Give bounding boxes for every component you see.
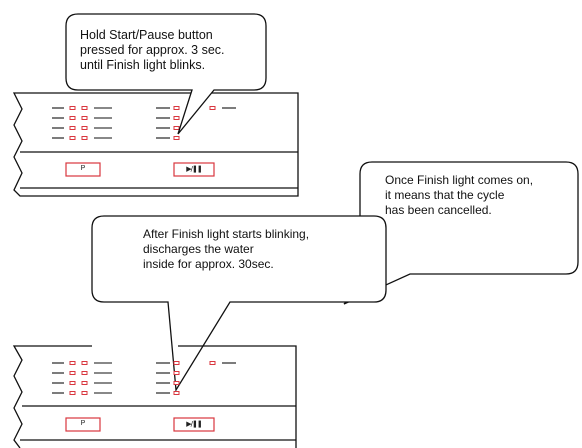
indicator-lamp xyxy=(69,391,76,395)
indicator-lamp xyxy=(173,106,180,110)
cancelled-line-1: Once Finish light comes on, xyxy=(385,173,534,187)
top-p-button[interactable] xyxy=(65,162,101,177)
indicator-lamp xyxy=(173,381,180,385)
indicator-lamp xyxy=(69,371,76,375)
indicator-lamp xyxy=(69,381,76,385)
bottom-indicator-rows xyxy=(52,361,236,395)
indicator-lamp xyxy=(69,106,76,110)
indicator-lamp xyxy=(81,126,88,130)
indicator-lamp xyxy=(81,381,88,385)
indicator-lamp xyxy=(81,371,88,375)
indicator-lamp xyxy=(173,391,180,395)
top-start-pause-button[interactable] xyxy=(173,162,215,177)
indicator-lamp xyxy=(173,126,180,130)
blinking-callout-text: After Finish light starts blinking, disc… xyxy=(143,227,309,272)
blinking-line-2: discharges the water xyxy=(143,242,254,256)
hold-line-1: Hold Start/Pause button xyxy=(80,28,213,42)
indicator-lamp xyxy=(81,361,88,365)
indicator-lamp xyxy=(69,116,76,120)
cancelled-line-2: it means that the cycle xyxy=(385,188,505,202)
finish-lamp xyxy=(209,106,216,110)
cancelled-line-3: has been cancelled. xyxy=(385,203,492,217)
indicator-lamp xyxy=(81,116,88,120)
indicator-lamp xyxy=(173,116,180,120)
hold-line-2: pressed for approx. 3 sec. xyxy=(80,43,225,57)
indicator-lamp xyxy=(81,106,88,110)
top-indicator-rows xyxy=(52,106,236,140)
indicator-lamp xyxy=(173,361,180,365)
indicator-lamp xyxy=(81,136,88,140)
bottom-control-panel xyxy=(12,345,297,448)
indicator-lamp xyxy=(81,391,88,395)
blinking-line-1: After Finish light starts blinking, xyxy=(143,227,310,241)
bottom-start-pause-button[interactable] xyxy=(173,417,215,432)
hold-callout-bubble xyxy=(65,13,267,135)
indicator-lamp xyxy=(173,371,180,375)
bottom-p-button[interactable] xyxy=(65,417,101,432)
play-pause-icon: ▶/❚❚ xyxy=(186,420,202,428)
top-p-button-label: P xyxy=(80,165,86,172)
hold-callout-text: Hold Start/Pause button pressed for appr… xyxy=(80,28,225,73)
indicator-lamp xyxy=(69,361,76,365)
finish-lamp xyxy=(209,361,216,365)
bottom-p-button-label: P xyxy=(80,420,86,427)
hold-line-3: until Finish light blinks. xyxy=(80,58,206,72)
cancelled-callout-text: Once Finish light comes on, it means tha… xyxy=(385,173,533,218)
indicator-lamp xyxy=(173,136,180,140)
indicator-lamp xyxy=(69,136,76,140)
blinking-line-3: inside for approx. 30sec. xyxy=(143,257,274,271)
play-pause-icon: ▶/❚❚ xyxy=(186,165,202,173)
indicator-lamp xyxy=(69,126,76,130)
